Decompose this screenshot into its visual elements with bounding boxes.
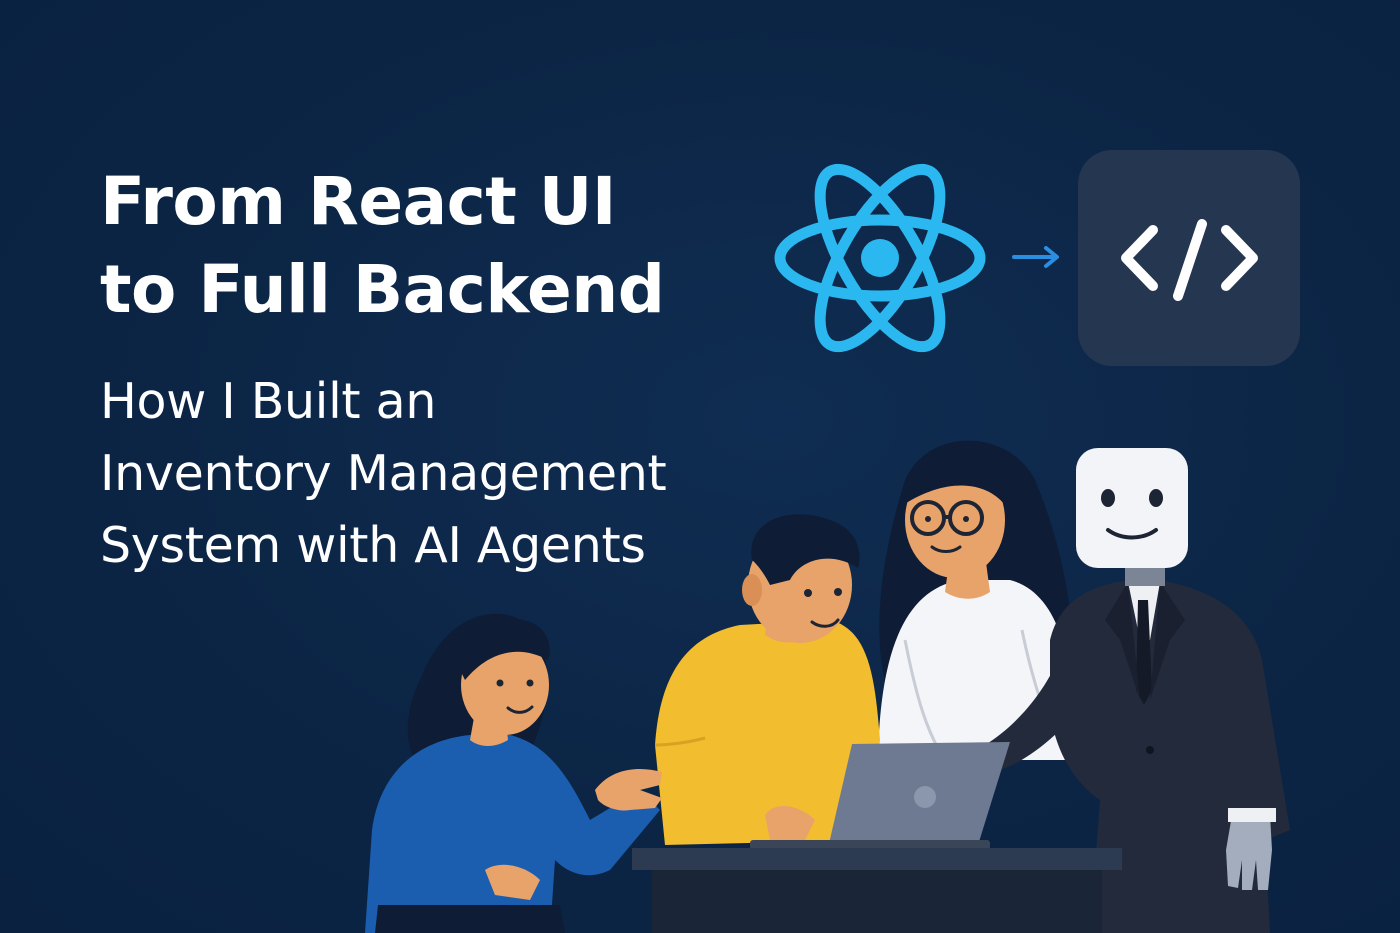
- react-atom-icon: [774, 163, 986, 353]
- woman-blue-sweater: [365, 613, 662, 933]
- subheadline-line-1: How I Built an: [100, 373, 437, 430]
- subheadline-line-2: Inventory Management: [100, 445, 667, 502]
- code-tile: [1078, 150, 1300, 366]
- woman-with-glasses: [878, 440, 1075, 761]
- robot-agent: [985, 448, 1290, 933]
- laptop-icon: [750, 742, 1010, 850]
- arrow-right-icon: [1012, 246, 1059, 268]
- man-yellow-shirt: [654, 514, 880, 845]
- subheadline: How I Built an Inventory Management Syst…: [100, 366, 820, 582]
- headline-line-2: to Full Backend: [100, 251, 665, 328]
- headline-line-1: From React UI: [100, 163, 616, 240]
- subheadline-line-3: System with AI Agents: [100, 517, 646, 574]
- code-brackets-icon: [1121, 219, 1258, 301]
- table: [632, 848, 1122, 933]
- headline: From React UI to Full Backend: [100, 158, 780, 334]
